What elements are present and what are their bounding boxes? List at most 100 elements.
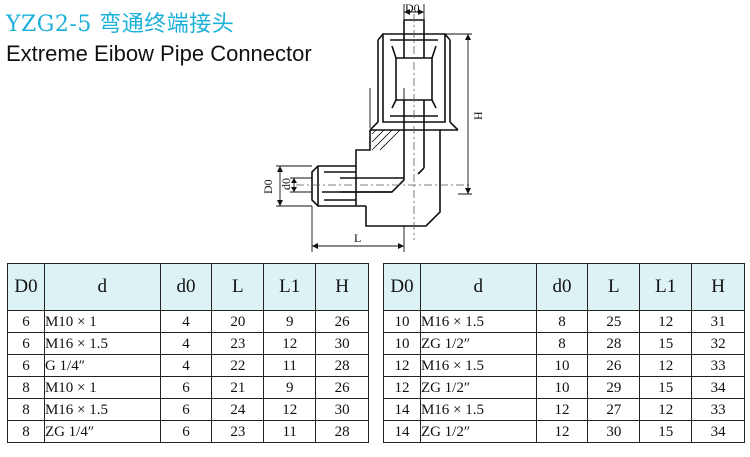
dim-label-d0: d0 bbox=[279, 178, 293, 190]
cell-small-d0: 4 bbox=[159, 310, 213, 333]
cell-l: 30 bbox=[587, 420, 641, 443]
cell-l: 29 bbox=[587, 376, 641, 399]
cell-h: 31 bbox=[691, 310, 745, 333]
cell-d0: 10 bbox=[383, 310, 421, 333]
cell-small-d0: 8 bbox=[535, 310, 589, 333]
cell-h: 30 bbox=[315, 398, 369, 421]
cell-small-d0: 8 bbox=[535, 332, 589, 355]
cell-d0: 10 bbox=[383, 332, 421, 355]
cell-l: 23 bbox=[211, 420, 265, 443]
dim-label-l: L bbox=[354, 231, 361, 245]
cell-h: 33 bbox=[691, 398, 745, 421]
header-l: L bbox=[587, 263, 641, 311]
cell-d0: 14 bbox=[383, 398, 421, 421]
header-small-d0: d0 bbox=[535, 263, 589, 311]
cell-h: 34 bbox=[691, 376, 745, 399]
cell-h: 28 bbox=[315, 420, 369, 443]
cell-l: 21 bbox=[211, 376, 265, 399]
cell-l: 20 bbox=[211, 310, 265, 333]
dim-label-top-d0: D0 bbox=[405, 1, 420, 15]
cell-h: 32 bbox=[691, 332, 745, 355]
cell-d: M10 × 1 bbox=[43, 310, 161, 333]
cell-l: 25 bbox=[587, 310, 641, 333]
table-header-row: D0 d d0 L L1 H bbox=[383, 263, 745, 311]
cell-small-d0: 6 bbox=[159, 376, 213, 399]
cell-l1: 15 bbox=[639, 376, 693, 399]
cell-small-d0: 12 bbox=[535, 398, 589, 421]
cell-h: 26 bbox=[315, 376, 369, 399]
header-h: H bbox=[315, 263, 369, 311]
cell-small-d0: 12 bbox=[535, 420, 589, 443]
cell-d0: 8 bbox=[7, 420, 45, 443]
cell-l1: 12 bbox=[639, 354, 693, 377]
cell-d: M16 × 1.5 bbox=[419, 310, 537, 333]
cell-d: M16 × 1.5 bbox=[43, 332, 161, 355]
cell-l: 24 bbox=[211, 398, 265, 421]
cell-d: M10 × 1 bbox=[43, 376, 161, 399]
header-d0: D0 bbox=[383, 263, 421, 311]
cell-small-d0: 10 bbox=[535, 354, 589, 377]
cell-small-d0: 6 bbox=[159, 420, 213, 443]
cell-d: G 1/4″ bbox=[43, 354, 161, 377]
header-d: d bbox=[43, 263, 161, 311]
cell-l1: 12 bbox=[263, 398, 317, 421]
cell-l1: 15 bbox=[639, 332, 693, 355]
cell-l1: 15 bbox=[639, 420, 693, 443]
dim-label-side-d0: D0 bbox=[261, 179, 275, 194]
header-l1: L1 bbox=[639, 263, 693, 311]
cell-small-d0: 4 bbox=[159, 332, 213, 355]
header-small-d0: d0 bbox=[159, 263, 213, 311]
header-d: d bbox=[419, 263, 537, 311]
cell-l1: 11 bbox=[263, 420, 317, 443]
cell-l1: 11 bbox=[263, 354, 317, 377]
cell-d0: 12 bbox=[383, 376, 421, 399]
cell-small-d0: 10 bbox=[535, 376, 589, 399]
cell-d0: 8 bbox=[7, 398, 45, 421]
cell-d: ZG 1/4″ bbox=[43, 420, 161, 443]
table-header-row: D0 d d0 L L1 H bbox=[7, 263, 369, 311]
cell-h: 30 bbox=[315, 332, 369, 355]
cell-l: 23 bbox=[211, 332, 265, 355]
cell-l1: 12 bbox=[263, 332, 317, 355]
cell-l1: 9 bbox=[263, 310, 317, 333]
cell-d: ZG 1/2″ bbox=[419, 420, 537, 443]
header-d0: D0 bbox=[7, 263, 45, 311]
cell-d0: 12 bbox=[383, 354, 421, 377]
cell-d0: 6 bbox=[7, 354, 45, 377]
cell-h: 34 bbox=[691, 420, 745, 443]
cell-h: 33 bbox=[691, 354, 745, 377]
cell-h: 26 bbox=[315, 310, 369, 333]
cell-l: 22 bbox=[211, 354, 265, 377]
cell-l1: 9 bbox=[263, 376, 317, 399]
cell-d: ZG 1/2″ bbox=[419, 376, 537, 399]
cell-h: 28 bbox=[315, 354, 369, 377]
cell-d0: 14 bbox=[383, 420, 421, 443]
cell-l: 27 bbox=[587, 398, 641, 421]
cell-l: 26 bbox=[587, 354, 641, 377]
elbow-connector-drawing: D0 H D0 d0 L bbox=[261, 1, 485, 252]
cell-small-d0: 4 bbox=[159, 354, 213, 377]
cell-l1: 12 bbox=[639, 398, 693, 421]
header-l1: L1 bbox=[263, 263, 317, 311]
cell-d0: 6 bbox=[7, 332, 45, 355]
cell-d0: 8 bbox=[7, 376, 45, 399]
dim-label-h: H bbox=[471, 111, 485, 120]
cell-l1: 12 bbox=[639, 310, 693, 333]
header-h: H bbox=[691, 263, 745, 311]
cell-d: M16 × 1.5 bbox=[419, 398, 537, 421]
cell-d: M16 × 1.5 bbox=[419, 354, 537, 377]
